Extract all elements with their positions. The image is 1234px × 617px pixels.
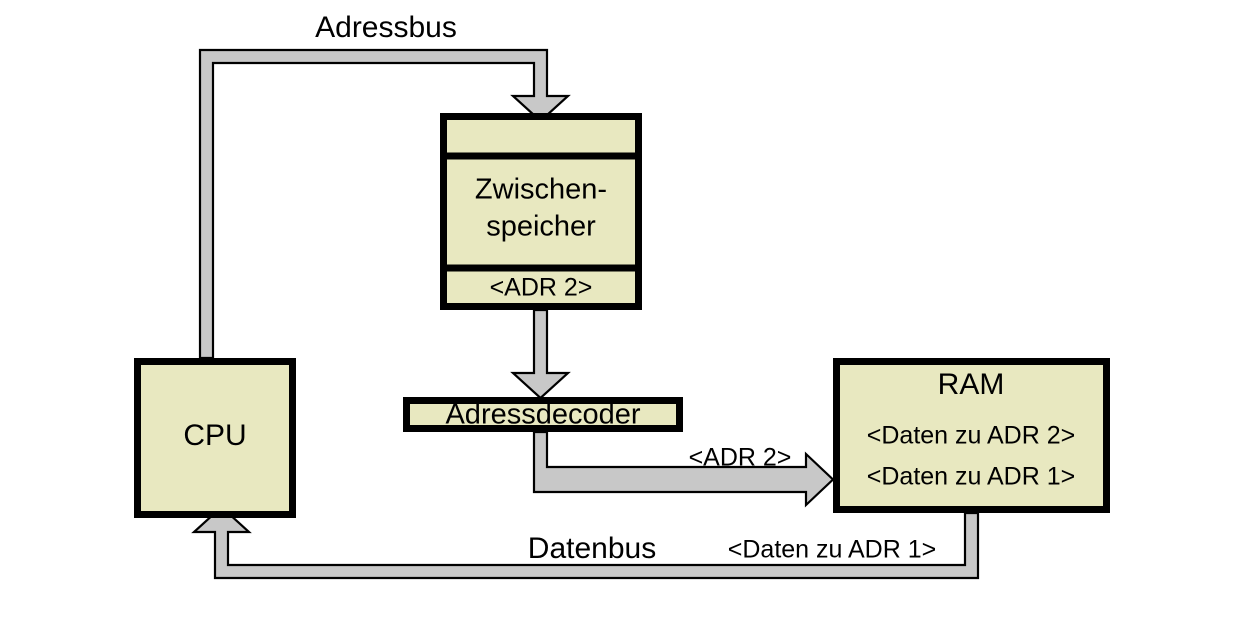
ram-box[interactable] [833, 358, 1110, 513]
cpu-label: CPU [183, 419, 246, 452]
ram-title-label: RAM [938, 368, 1005, 401]
address-bus-label: Adressbus [315, 11, 457, 44]
zwischenspeicher-label-line1: Zwischen- [475, 174, 607, 206]
zwischenspeicher-to-adressdecoder-arrow [510, 308, 571, 400]
adr2-arrow-label: <ADR 2> [689, 444, 792, 472]
adressdecoder-box[interactable] [403, 397, 683, 432]
address-bus-path [198, 48, 571, 360]
ram-data-adr1-label: <Daten zu ADR 1> [867, 463, 1075, 491]
data-bus-label: Datenbus [528, 532, 656, 565]
ram-data-adr2-label: <Daten zu ADR 2> [867, 422, 1075, 450]
cpu-box[interactable] [134, 358, 296, 518]
zwischenspeicher-box[interactable] [440, 113, 642, 310]
zwischenspeicher-label-line2: speicher [486, 211, 596, 243]
data-bus-path [191, 505, 980, 580]
adressdecoder-to-ram-arrow [532, 430, 835, 508]
zwischenspeicher-adr-value: <ADR 2> [490, 274, 593, 302]
data-bus-payload-label: <Daten zu ADR 1> [728, 536, 936, 564]
adressdecoder-label: Adressdecoder [445, 399, 640, 431]
